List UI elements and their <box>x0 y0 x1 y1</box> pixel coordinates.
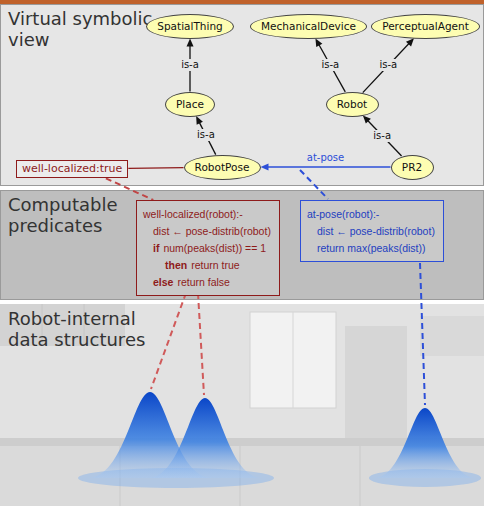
edge-label: is-a <box>371 130 393 142</box>
grounding-line <box>420 263 425 405</box>
window-bar <box>293 312 294 408</box>
edge-label: is-a <box>195 129 217 141</box>
code-line: well-localized(robot):- <box>143 205 271 222</box>
property-tag: well-localized:true <box>16 160 128 178</box>
edge-label: is-a <box>319 59 341 71</box>
code-line: else return false <box>143 273 271 290</box>
code-line: if num(peaks(dist)) == 1 <box>143 239 271 256</box>
arrow-head <box>406 38 414 46</box>
code-text: well-localized(robot):- <box>143 208 243 220</box>
predicate-box: well-localized(robot):- dist ← pose-distr… <box>136 200 280 296</box>
pose-peak <box>374 408 476 478</box>
arrow-head <box>363 115 371 123</box>
concept-ellipse: PerceptualAgent <box>371 14 480 39</box>
band-ground <box>1 191 484 300</box>
code-text: return true <box>191 259 239 271</box>
layer-band: Virtual symbolic view SpatialThing Mechani… <box>0 4 484 186</box>
layer-heading: Robot-internal data structures <box>8 309 163 350</box>
code-text: at-pose(robot):- <box>307 208 379 220</box>
code-text: num(peaks(dist)) == 1 <box>163 242 266 254</box>
edge-label: is-a <box>179 59 201 71</box>
arrow-head <box>187 39 194 47</box>
code-text: then <box>165 259 187 271</box>
arrow-head <box>196 116 203 125</box>
edge-label: at-pose <box>305 152 347 164</box>
concept-label: MechanicalDevice <box>261 20 356 33</box>
code-line: return max(peaks(dist)) <box>307 239 435 256</box>
layer-heading: Virtual symbolic view <box>8 9 153 50</box>
connector-line <box>128 167 183 169</box>
edge-label: is-a <box>378 59 400 71</box>
connector-line <box>268 166 391 167</box>
kitchen-appliance <box>345 326 407 442</box>
grounding-line <box>198 293 204 395</box>
concept-label: Place <box>176 98 204 111</box>
predicate-box: at-pose(robot):- dist ← pose-distrib(robo… <box>300 200 444 262</box>
cupboard-seam <box>360 446 361 506</box>
connector-line <box>368 120 402 156</box>
code-line: dist ← pose-distrib(robot) <box>143 222 271 239</box>
layer-band: Robot-internal data structures <box>0 304 484 506</box>
concept-label: SpatialThing <box>157 20 222 33</box>
connector <box>315 38 345 91</box>
connector-line <box>363 43 409 92</box>
connector <box>261 164 391 171</box>
layer-heading: Computable predicates <box>8 195 138 236</box>
band-ground <box>1 5 484 186</box>
connector-line <box>319 45 345 92</box>
concept-label: RobotPose <box>195 161 250 174</box>
property-label: well-localized:true <box>22 162 122 176</box>
pose-peak <box>148 398 262 478</box>
layer-band: Computable predicateswell-localized(robo… <box>0 190 484 300</box>
concept-ellipse: Place <box>165 92 215 117</box>
code-line: dist ← pose-distrib(robot) <box>307 222 435 239</box>
code-text: return false <box>177 276 230 288</box>
code-text: dist ← pose-distrib(robot) <box>153 225 271 237</box>
concept-ellipse: Robot <box>326 92 379 117</box>
concept-label: Robot <box>337 98 367 111</box>
connector <box>363 115 402 156</box>
concept-label: PerceptualAgent <box>382 20 469 33</box>
arrow-head <box>315 38 322 47</box>
photo-ground <box>0 304 484 506</box>
concept-ellipse: SpatialThing <box>146 14 234 39</box>
code-line: then return true <box>143 256 271 273</box>
concept-ellipse: RobotPose <box>184 155 261 180</box>
code-text: return max(peaks(dist)) <box>317 242 426 254</box>
connector <box>363 38 414 92</box>
grounding-line <box>151 293 186 389</box>
code-text: if <box>153 242 159 254</box>
connector <box>128 167 183 169</box>
concept-ellipse: PR2 <box>391 155 434 180</box>
concept-label: PR2 <box>402 161 422 174</box>
kitchen-cabinet <box>420 316 484 356</box>
concept-ellipse: MechanicalDevice <box>250 14 367 39</box>
code-text: dist ← pose-distrib(robot) <box>317 225 435 237</box>
kitchen-window <box>250 312 336 408</box>
grounding-line <box>300 170 328 199</box>
arrow-head <box>261 164 269 171</box>
top-bar <box>0 0 484 4</box>
code-line: at-pose(robot):- <box>307 205 435 222</box>
code-text: else <box>153 276 173 288</box>
